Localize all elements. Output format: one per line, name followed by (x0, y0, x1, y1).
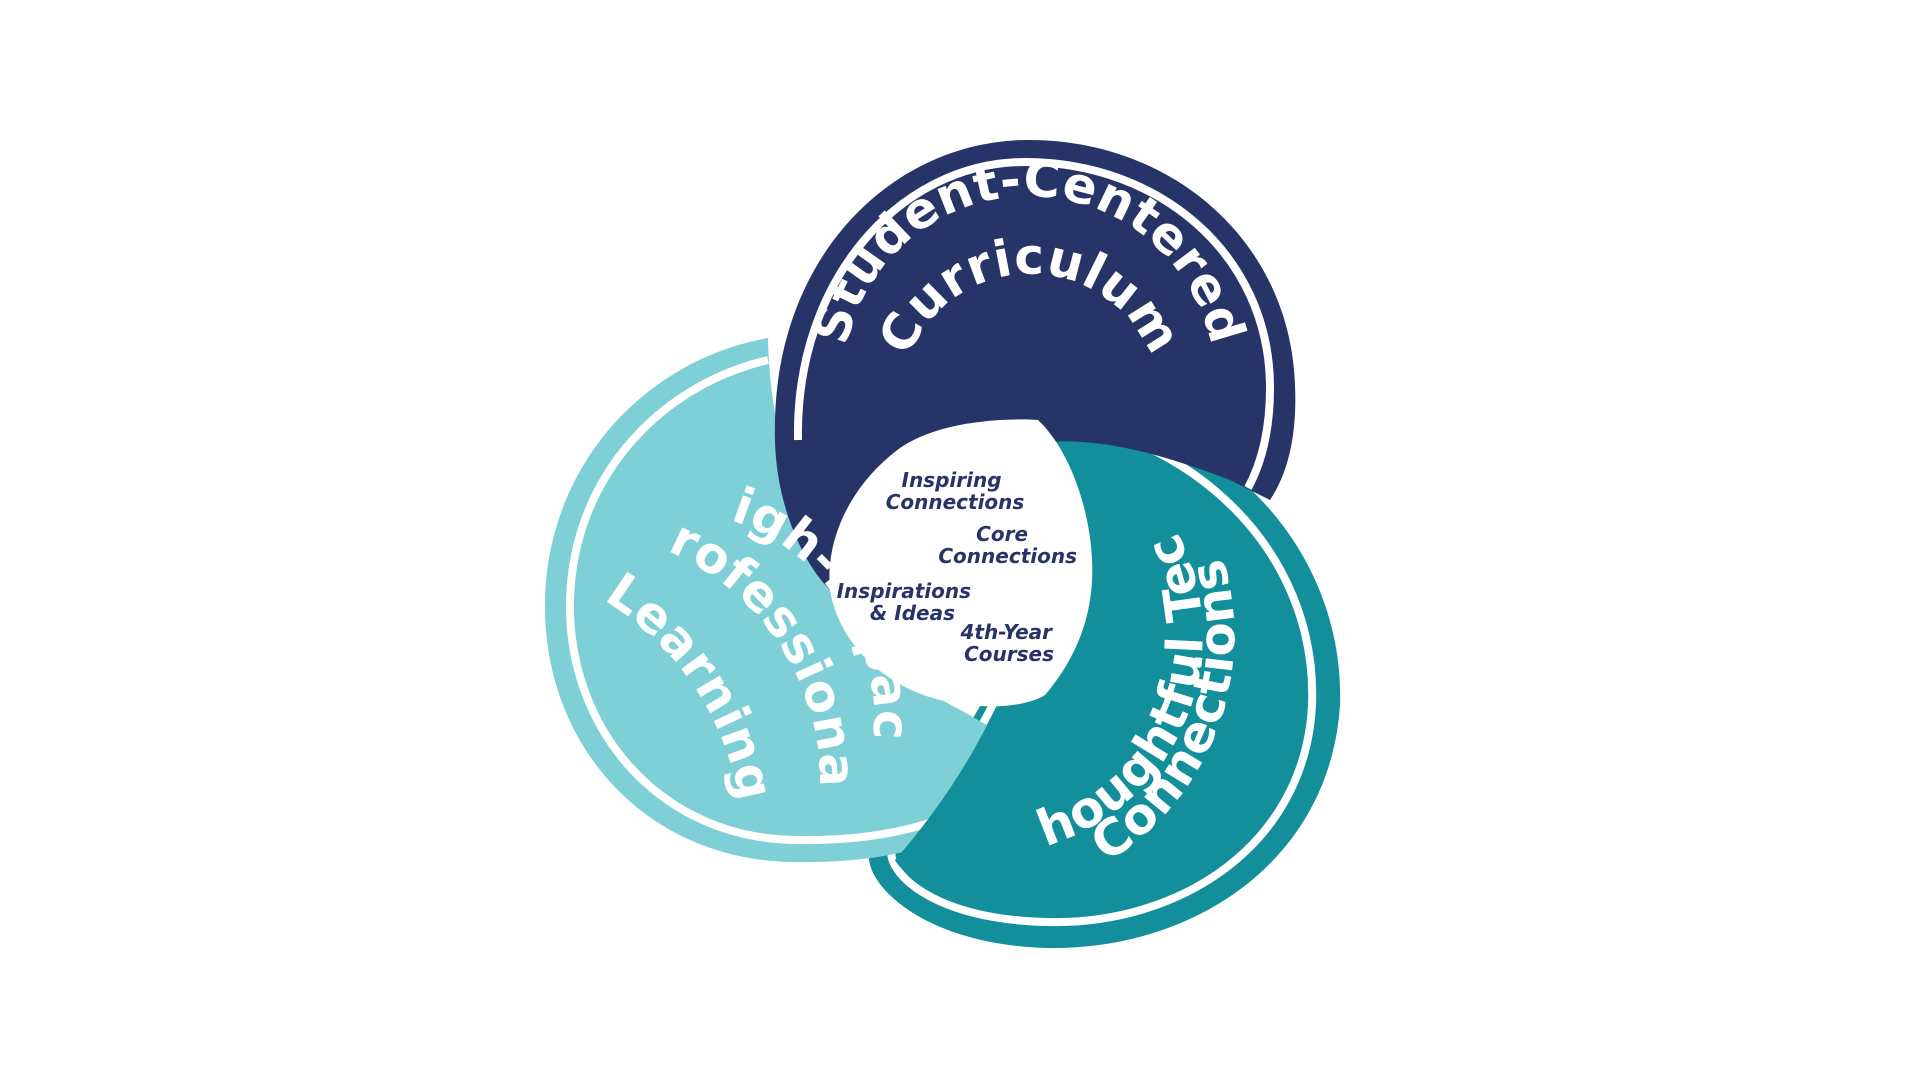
segment-learning-gap (565, 356, 1028, 845)
segment-tech-front (895, 430, 1293, 913)
center-hub (829, 419, 1093, 707)
center-item-inspirations-ideas: Inspirations & Ideas (837, 579, 978, 625)
center-item-4th-year-courses: 4th-Year Courses (959, 620, 1059, 666)
segment-curriculum-gap (793, 157, 1275, 490)
center-item-inspiring-connections: Inspiring Connections (886, 468, 1025, 514)
segment-learning-fill (544, 338, 1040, 863)
center-item-core-connections: Core Connections (938, 522, 1077, 568)
center-items: Inspiring Connections Core Connections I… (837, 468, 1077, 666)
ring-learning (544, 338, 1040, 863)
